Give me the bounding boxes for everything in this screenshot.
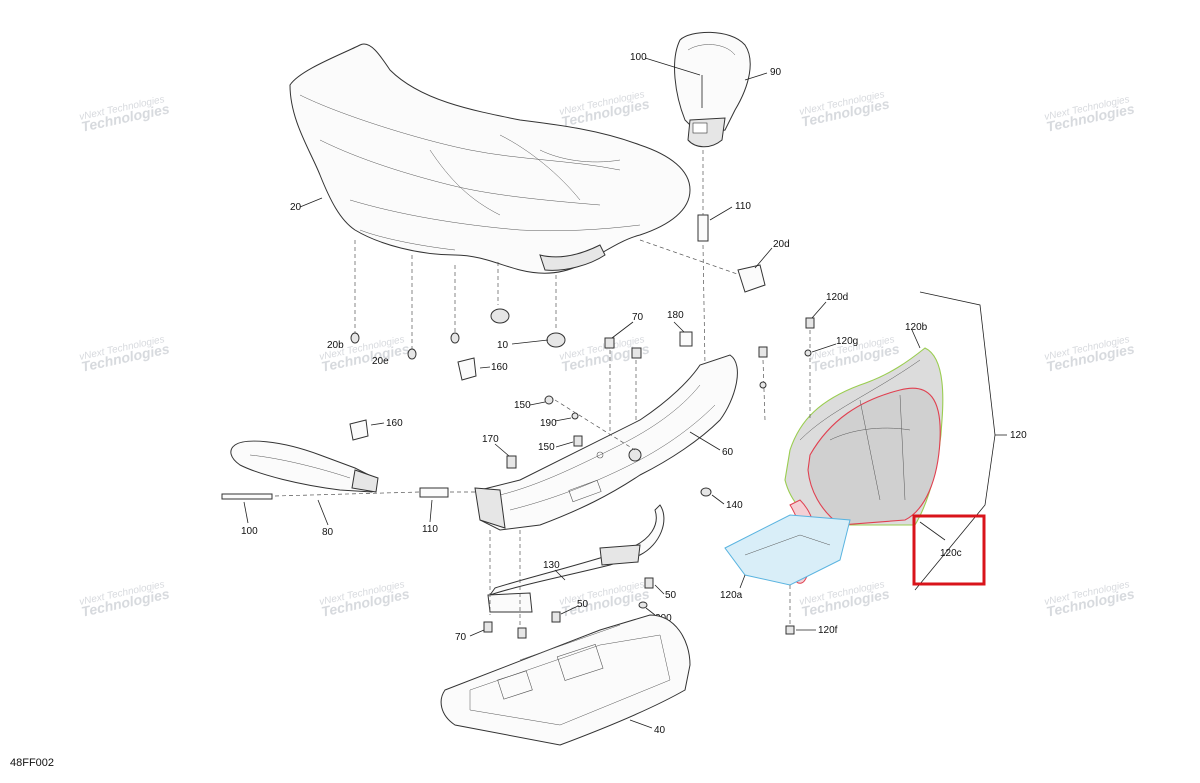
part-60-frame[interactable] (474, 354, 738, 531)
part-20b-bumper[interactable] (350, 332, 360, 344)
part-70-bolt[interactable] (604, 337, 615, 349)
part-120f[interactable] (785, 625, 795, 635)
leader-20 (299, 197, 323, 208)
callout-150-a[interactable]: 150 (514, 400, 531, 411)
part-bolt[interactable] (517, 627, 527, 639)
callout-130[interactable]: 130 (543, 560, 560, 571)
part-140[interactable] (700, 487, 712, 497)
callout-160-b[interactable]: 160 (386, 418, 403, 429)
callout-170[interactable]: 170 (482, 434, 499, 445)
part-50-bolt[interactable] (644, 577, 654, 589)
callout-100-top[interactable]: 100 (630, 52, 647, 63)
highlight-box-120c (912, 514, 986, 586)
part-bumper[interactable] (450, 332, 460, 344)
callout-20b[interactable]: 20b (327, 340, 344, 351)
part-20e-bumper[interactable] (407, 348, 417, 360)
diagram-id: 48FF002 (10, 757, 54, 769)
callout-120a[interactable]: 120a (720, 590, 743, 601)
part-120d-screw[interactable] (805, 317, 815, 329)
part-100-pin[interactable] (221, 493, 273, 500)
part-120-backrest[interactable] (724, 347, 944, 586)
callout-80[interactable]: 80 (322, 527, 334, 538)
part-20-seat[interactable] (289, 43, 691, 274)
callout-120f[interactable]: 120f (818, 625, 838, 636)
callout-20d[interactable]: 20d (773, 239, 790, 250)
callout-120c[interactable]: 120c (940, 548, 962, 559)
callout-70-bottom[interactable]: 70 (455, 632, 467, 643)
part-200-washer[interactable] (638, 601, 648, 609)
part-50-bolt-b[interactable] (551, 611, 561, 623)
part-110-spacer-mid[interactable] (419, 487, 449, 498)
leader-110-top (709, 206, 733, 221)
leader-100-top (644, 57, 701, 76)
callout-90[interactable]: 90 (770, 67, 782, 78)
part-70-bolt-bottom[interactable] (483, 621, 493, 633)
callout-190[interactable]: 190 (540, 418, 557, 429)
part-130-bracket[interactable] (487, 504, 665, 613)
callout-40[interactable]: 40 (654, 725, 666, 736)
callout-150-b[interactable]: 150 (538, 442, 555, 453)
callout-10[interactable]: 10 (497, 340, 509, 351)
callout-120b[interactable]: 120b (905, 322, 928, 333)
part-170[interactable] (506, 455, 517, 469)
callout-20[interactable]: 20 (290, 202, 302, 213)
part-40-base[interactable] (440, 614, 691, 746)
callout-20e[interactable]: 20e (372, 356, 389, 367)
callout-120g[interactable]: 120g (836, 336, 858, 347)
callout-60[interactable]: 60 (722, 447, 734, 458)
callout-50-a[interactable]: 50 (665, 590, 677, 601)
part-110-spacer[interactable] (697, 214, 709, 242)
callout-110-top[interactable]: 110 (735, 201, 751, 212)
rh-marking (692, 122, 708, 134)
part-20d-clip[interactable] (737, 264, 766, 293)
part-80-handle[interactable] (230, 440, 379, 493)
leader-90 (744, 72, 768, 81)
part-150-screw[interactable] (544, 395, 554, 405)
callout-140[interactable]: 140 (726, 500, 743, 511)
part-90-grip[interactable] (674, 31, 751, 148)
part-160-clip-a[interactable] (457, 357, 477, 381)
callout-110-mid[interactable]: 110 (422, 524, 438, 535)
callout-120[interactable]: 120 (1010, 430, 1027, 441)
part-150-screw-b[interactable] (573, 435, 583, 447)
callout-50-b[interactable]: 50 (577, 599, 589, 610)
callout-70-top[interactable]: 70 (632, 312, 644, 323)
part-180[interactable] (679, 331, 693, 347)
part-10-grommet[interactable] (490, 308, 566, 348)
part-160-clip-b[interactable] (349, 419, 369, 441)
callout-160-a[interactable]: 160 (491, 362, 508, 373)
part-bolt-120[interactable] (758, 346, 768, 358)
callout-100-left[interactable]: 100 (241, 526, 258, 537)
callout-120d[interactable]: 120d (826, 292, 848, 303)
part-120g[interactable] (804, 349, 812, 357)
part-190-washer[interactable] (571, 412, 579, 420)
callout-180[interactable]: 180 (667, 310, 684, 321)
part-70-bolt[interactable] (631, 347, 642, 359)
